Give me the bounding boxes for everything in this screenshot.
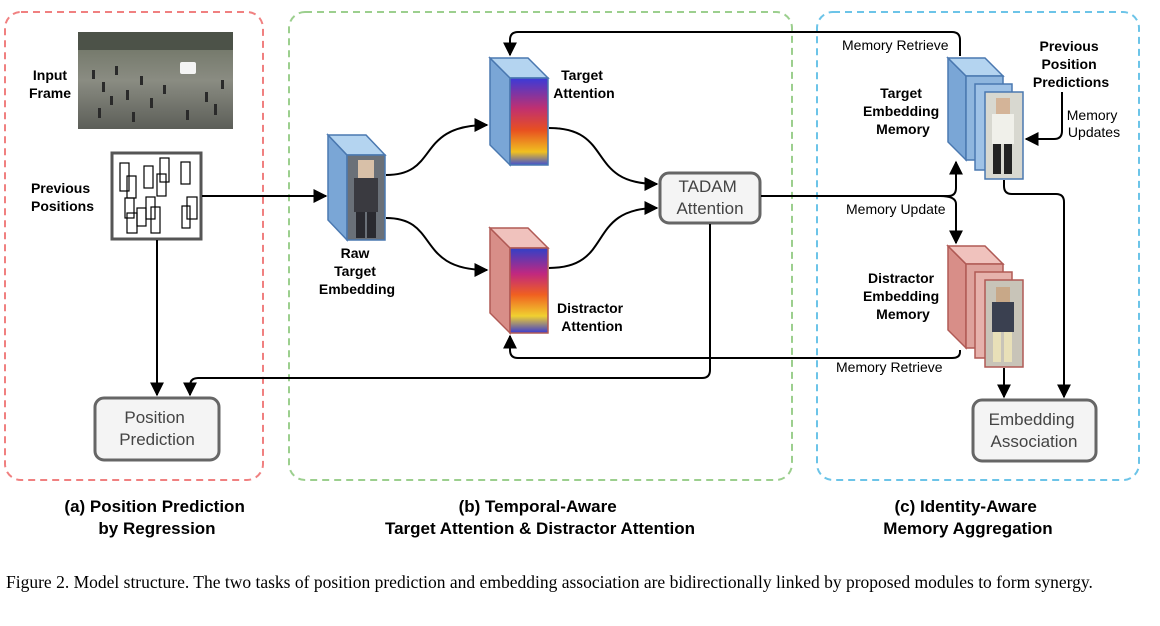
raw-target-embedding-block bbox=[326, 133, 387, 242]
distractor-attention-label: Distractor Attention bbox=[557, 300, 627, 334]
arrow-distractor-attention-to-tadam bbox=[548, 201, 659, 269]
arrow-raw-to-distractor-attention bbox=[385, 217, 489, 277]
distractor-embedding-memory-label: Distractor Embedding Memory bbox=[863, 270, 943, 322]
embedding-association-label: Embedding Association bbox=[989, 410, 1080, 451]
panel-b-border bbox=[288, 11, 793, 481]
memory-retrieve-top-label: Memory Retrieve bbox=[842, 37, 949, 53]
arrow-memory-retrieve-top bbox=[503, 31, 961, 57]
arrow-tadam-to-distractor-memory bbox=[939, 195, 963, 245]
arrow-raw-to-target-attention bbox=[385, 118, 489, 176]
arrow-memory-retrieve-bottom bbox=[503, 334, 961, 359]
distractor-embedding-memory-stack bbox=[946, 244, 1024, 368]
memory-updates-label: Memory Updates bbox=[1067, 107, 1121, 140]
previous-positions-box bbox=[110, 151, 203, 241]
distractor-attention-block bbox=[488, 226, 550, 335]
position-prediction-label: Position Prediction bbox=[119, 408, 195, 449]
embedding-association-box bbox=[971, 398, 1098, 463]
target-embedding-memory-label: Target Embedding Memory bbox=[863, 85, 943, 137]
tadam-attention-box bbox=[658, 171, 762, 225]
panel-c-border bbox=[816, 11, 1140, 481]
memory-retrieve-bottom-label: Memory Retrieve bbox=[836, 359, 943, 375]
previous-positions-label: Previous Positions bbox=[31, 180, 94, 214]
previous-position-predictions-label: Previous Position Predictions bbox=[1033, 38, 1109, 90]
memory-update-label: Memory Update bbox=[846, 201, 946, 217]
panel-a-border bbox=[4, 11, 264, 481]
panel-b-title: (b) Temporal-Aware Target Attention & Di… bbox=[385, 497, 695, 538]
arrow-tadam-to-target-memory bbox=[761, 160, 963, 197]
arrow-target-attention-to-tadam bbox=[548, 127, 659, 191]
panel-a-title: (a) Position Prediction by Regression bbox=[64, 497, 249, 538]
panel-c-title: (c) Identity-Aware Memory Aggregation bbox=[883, 497, 1052, 538]
arrow-target-memory-to-association bbox=[1003, 180, 1071, 399]
arrow-previous-predictions-to-memory bbox=[1024, 92, 1063, 146]
input-frame-image bbox=[78, 32, 233, 129]
target-attention-block bbox=[488, 56, 550, 167]
arrow-tadam-to-position-prediction bbox=[183, 224, 711, 397]
raw-target-embedding-label: Raw Target Embedding bbox=[319, 245, 395, 297]
position-prediction-box bbox=[93, 396, 221, 462]
figure-caption: Figure 2. Model structure. The two tasks… bbox=[6, 572, 1093, 592]
tadam-attention-label: TADAM Attention bbox=[676, 177, 743, 218]
input-frame-label: Input Frame bbox=[29, 67, 71, 101]
target-embedding-memory-stack bbox=[946, 56, 1024, 180]
target-attention-label: Target Attention bbox=[553, 67, 614, 101]
